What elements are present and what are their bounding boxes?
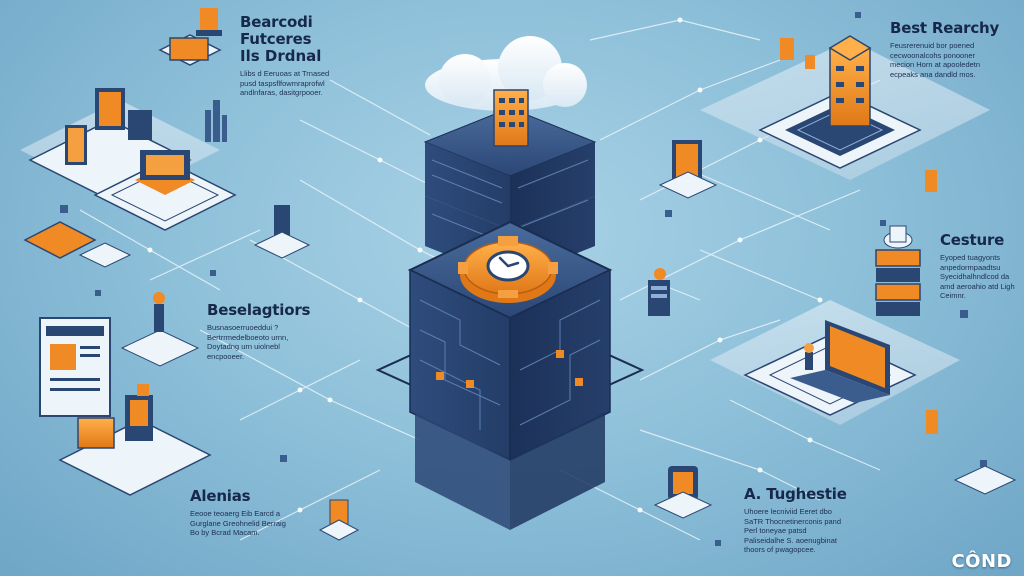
callout-top-right-line: ecpeaks ana dandld mos.	[890, 69, 976, 79]
server-mini	[648, 268, 670, 316]
laptop-icon	[710, 300, 960, 425]
callout-right-line: anpedormpaadtsu	[940, 262, 1001, 272]
central-server-tower	[375, 89, 645, 530]
callout-top-left-title-1: Bearcodi Futceres	[240, 13, 313, 48]
accent-block	[925, 170, 937, 192]
callout-bottom-center-line: Uhoere lecniviid Eeret dbo	[744, 507, 832, 516]
accent-block-right	[926, 410, 938, 434]
callout-bottom-center-line: Paliseidalhe S. aoenugbinat	[744, 535, 837, 545]
callout-bottom-center: A. Tughestie Uhoere lecniviid Eeret dbo …	[744, 486, 884, 555]
callout-bottom-center-line: Perl toneyae patsd	[744, 526, 807, 535]
callout-top-left-line: andlnfaras, dasitgrpooer.	[240, 88, 323, 97]
workbench-top-left	[158, 8, 222, 66]
monitor-mid-right	[658, 140, 718, 199]
callout-top-right-line: Feusrerenuid bor poened	[890, 41, 975, 50]
callout-top-right-line: mecion Horn at apooledetn	[890, 60, 981, 69]
platform-bottom-left	[58, 384, 212, 496]
callout-middle-left-line: Busnasoerruoeddui ?	[207, 323, 279, 332]
callout-right-line: Ceimnr.	[940, 291, 966, 300]
callout-bottom-left-title: Alenias	[190, 487, 251, 505]
city-tower	[205, 100, 227, 142]
gear-clock-icon	[458, 236, 558, 303]
callout-bottom-left-line: Eeooe teoaerg Eib Earcd a	[190, 509, 281, 518]
callout-bottom-center-line: SaTR Thocnetinerconis pand	[744, 516, 842, 526]
platform-top-left	[20, 88, 237, 231]
callout-top-left-line: pusd taspsflfowmraprofwl	[240, 78, 325, 88]
circuit-nodes	[147, 17, 823, 513]
tablet-left	[23, 221, 132, 268]
callout-middle-left-title: Beselagtiors	[207, 301, 311, 319]
callout-right-line: amd aeroahio atd Ligh	[940, 281, 1015, 291]
callout-bottom-left-line: Bo by Bcrad Macam.	[190, 528, 260, 537]
robot-mini	[318, 499, 360, 541]
callout-top-right: Best Rearchy Feusrerenuid bor poened cec…	[890, 20, 1010, 79]
floating-tile	[953, 465, 1017, 495]
callout-top-right-title: Best Rearchy	[890, 19, 1000, 37]
rack-left	[253, 205, 311, 259]
floating-cubes	[60, 12, 987, 546]
callout-right-line: Eyoped tuagyonts	[940, 253, 1001, 262]
callout-top-left-line: Llibs d Eeruoas at Trnased	[240, 69, 330, 78]
callout-bottom-center-title: A. Tughestie	[744, 485, 847, 503]
callout-bottom-left-line: Gurglane Greohnelid Berraig	[190, 518, 286, 528]
callout-right: Cesture Eyoped tuagyonts anpedormpaadtsu…	[940, 232, 1020, 301]
callout-middle-left-line: Bertrrmedelboeoto urnn,	[207, 332, 289, 342]
callout-top-left-title-2: Ils Drdnal	[240, 47, 322, 65]
callout-top-left: Bearcodi Futceres Ils Drdnal Llibs d Eer…	[240, 14, 380, 98]
callout-bottom-center-line: thoors of pwagopcee.	[744, 545, 816, 554]
platform-mid-left	[39, 292, 200, 417]
brand-watermark: CÔND	[951, 551, 1012, 572]
cloud-icon	[425, 36, 587, 111]
callout-top-right-line: cecwoonalcohs ponooner	[890, 50, 976, 60]
callout-middle-left: Beselagtiors Busnasoerruoeddui ? Bertrrm…	[207, 302, 317, 361]
callout-middle-left-line: Doytadng urn uiolnebl	[207, 342, 280, 351]
server-icon	[875, 225, 921, 316]
robot-bottom-center	[653, 466, 713, 519]
callout-right-title: Cesture	[940, 231, 1005, 249]
callout-bottom-left: Alenias Eeooe teoaerg Eib Earcd a Gurgla…	[190, 488, 290, 538]
callout-middle-left-line: encpooeer.	[207, 351, 245, 361]
platform-top-right	[700, 35, 990, 180]
callout-right-line: Syecidhalhndlcod da	[940, 272, 1010, 281]
